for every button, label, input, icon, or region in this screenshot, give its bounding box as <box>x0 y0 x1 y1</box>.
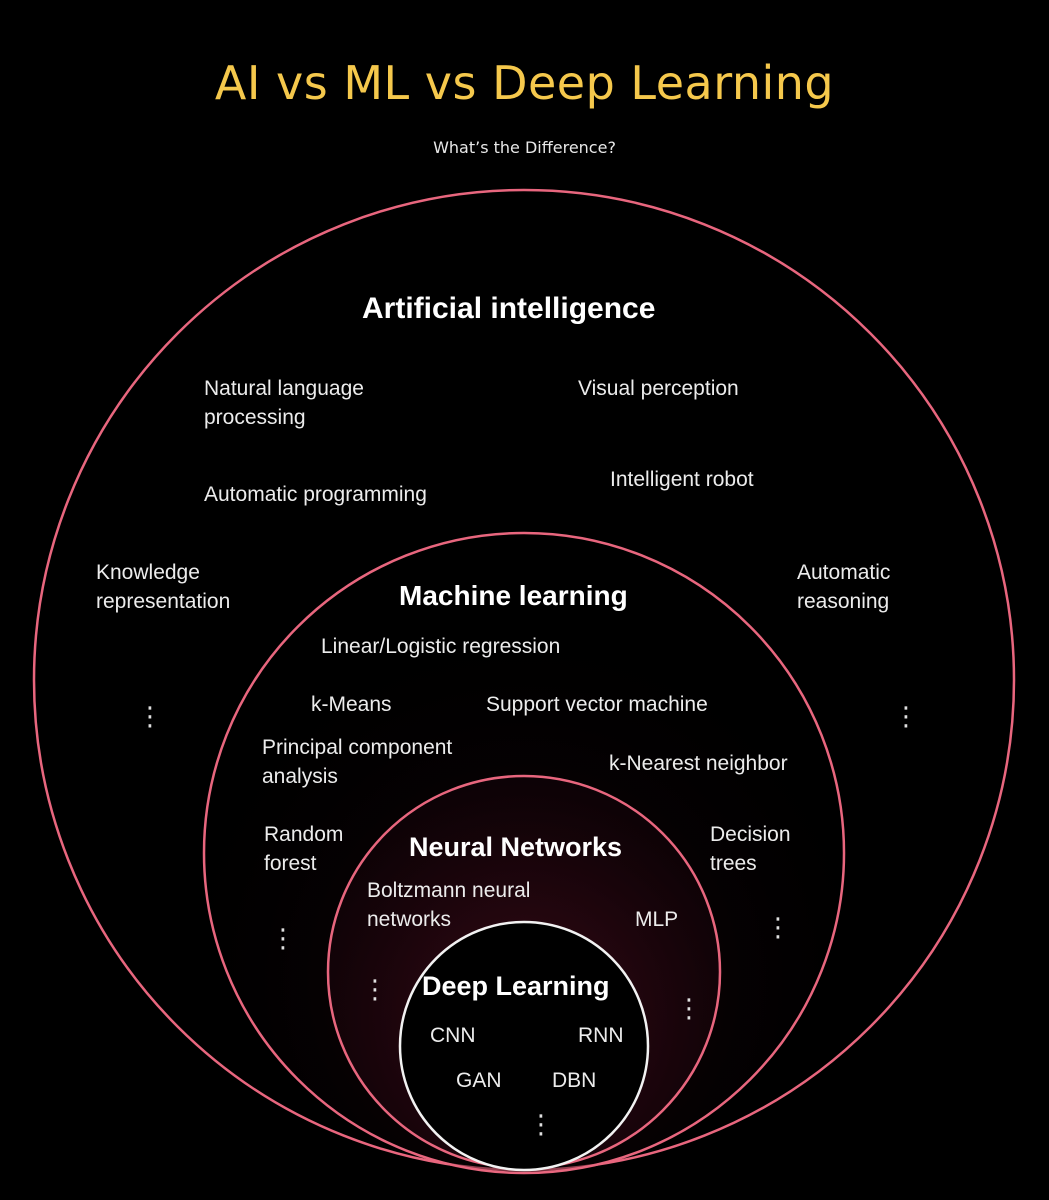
dl-item-dbn: DBN <box>552 1069 597 1092</box>
ai-more-right-ellipsis: ⋮ <box>893 704 919 730</box>
page-subtitle: What’s the Difference? <box>433 138 616 157</box>
ml-item-kmeans: k-Means <box>311 693 392 716</box>
ml-more-right-ellipsis: ⋮ <box>765 915 791 941</box>
ai-heading: Artificial intelligence <box>362 292 656 325</box>
nn-item-boltzmann-line2: networks <box>367 908 452 931</box>
ml-item-random-forest-line1: Random <box>264 823 344 846</box>
ai-item-nlp-line2: processing <box>204 406 306 429</box>
dl-heading: Deep Learning <box>422 971 610 1001</box>
dl-circle <box>398 920 650 1172</box>
ai-more-left-ellipsis: ⋮ <box>137 704 163 730</box>
ml-item-pca-line1: Principal component <box>262 736 453 759</box>
nn-more-left-ellipsis: ⋮ <box>362 977 388 1003</box>
ml-item-regression: Linear/Logistic regression <box>321 635 561 658</box>
ml-heading: Machine learning <box>399 580 628 611</box>
page-title: AI vs ML vs Deep Learning <box>214 56 835 110</box>
ai-item-reasoning-line1: Automatic <box>797 561 891 584</box>
nn-heading: Neural Networks <box>409 832 623 862</box>
ml-item-decision-trees-line1: Decision <box>710 823 791 846</box>
dl-item-gan: GAN <box>456 1069 502 1092</box>
ml-item-svm: Support vector machine <box>486 693 708 716</box>
ml-item-knn: k-Nearest neighbor <box>609 752 788 775</box>
ai-item-reasoning-line2: reasoning <box>797 590 890 613</box>
dl-item-cnn: CNN <box>430 1024 476 1047</box>
ai-item-automatic-programming: Automatic programming <box>204 483 427 506</box>
dl-item-rnn: RNN <box>578 1024 624 1047</box>
ai-item-intelligent-robot: Intelligent robot <box>610 468 754 491</box>
ml-item-random-forest-line2: forest <box>264 852 317 875</box>
ml-item-pca-line2: analysis <box>262 765 338 788</box>
nn-item-boltzmann-line1: Boltzmann neural <box>367 879 531 902</box>
ai-item-nlp-line1: Natural language <box>204 377 364 400</box>
nn-more-right-ellipsis: ⋮ <box>676 996 702 1022</box>
ai-item-visual-perception: Visual perception <box>578 377 739 400</box>
ai-item-knowledge-line1: Knowledge <box>96 561 200 584</box>
ml-item-decision-trees-line2: trees <box>710 852 757 875</box>
nn-item-mlp: MLP <box>635 908 679 931</box>
ai-item-knowledge-line2: representation <box>96 590 231 613</box>
dl-more-ellipsis: ⋮ <box>528 1112 554 1138</box>
ml-more-left-ellipsis: ⋮ <box>270 926 296 952</box>
